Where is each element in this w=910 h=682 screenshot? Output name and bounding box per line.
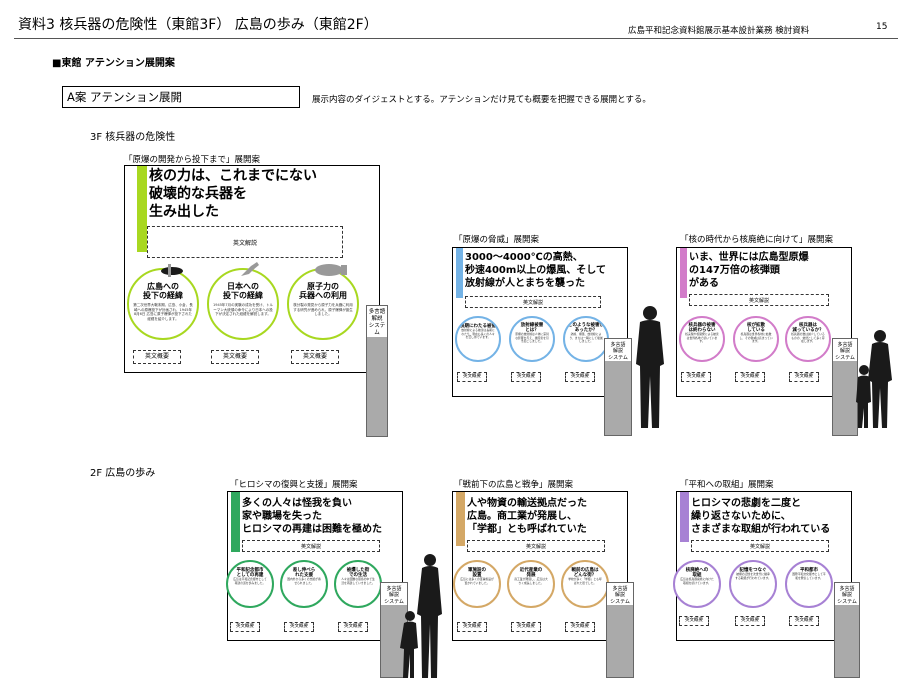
english-summary-box: 英文概要: [511, 372, 541, 382]
panel-headline: 3000～4000℃の高熱、秒速400m以上の爆風、そして放射線が人とまちを襲っ…: [465, 252, 606, 289]
page-number: 15: [876, 22, 888, 32]
panel-headline: 多くの人々は怪我を負い家や職場を失ったヒロシマの再建は困難を極めた: [242, 498, 382, 535]
english-commentary-box: 英文解説: [467, 540, 605, 552]
topic-circle: 長期にわたる被害放射線による被害は長期にわたり、現在も多くの人々を苦しめています…: [455, 316, 501, 362]
english-commentary-box: 英文解説: [465, 296, 601, 308]
accent-bar: [456, 248, 463, 298]
english-commentary-box: 英文解説: [689, 294, 829, 306]
topic-circle: 日本への投下の経緯 1945年7月の実験の成功を受け、トルーマン大統領の命令によ…: [207, 268, 279, 340]
topic-circle: 核廃絶への取組広島は核兵器廃絶に向けた取組を続けています。: [673, 560, 721, 608]
panel-title-peace-efforts: 「平和への取組」展開案: [680, 480, 774, 490]
topic-circle: 差し伸べられた支援国内外から多くの支援が寄せられました。: [280, 560, 328, 608]
document-subtitle: 広島平和記念資料館展示基本設計業務 検討資料: [628, 26, 810, 36]
multilingual-system-label: 多言語解説システム: [833, 339, 857, 361]
english-summary-box: 英文概要: [284, 622, 314, 632]
japan-map-icon: [241, 262, 259, 276]
topic-circle: 核が拡散している核兵器は世界各地に拡散し、その脅威は高まっています。: [733, 316, 779, 362]
exhibit-panel-peace-efforts: ヒロシマの悲劇を二度と繰り返さないために、さまざまな取組が行われている 英文解説…: [673, 491, 852, 641]
header-divider: [14, 38, 898, 39]
panel-headline: 人や物資の輸送拠点だった広島。商工業が発展し、「学都」とも呼ばれていた: [467, 498, 587, 535]
exhibit-panel-nuclear-age: いま、世界には広島型原爆の147万倍の核弾頭がある 英文解説 核兵器の被害は終わ…: [676, 247, 852, 397]
panel-title-prewar-hiroshima: 「戦前下の広島と戦争」展開案: [454, 480, 574, 490]
accent-bar: [456, 492, 465, 546]
exhibit-panel-prewar-hiroshima: 人や物資の輸送拠点だった広島。商工業が発展し、「学都」とも呼ばれていた 英文解説…: [452, 491, 628, 641]
english-summary-box: 英文概要: [230, 622, 260, 632]
plan-label-box: A案 アテンション展開: [62, 86, 300, 108]
topic-circle: 平和記念都市としての再建広島は平和記念都市として再建の道を歩みました。: [226, 560, 274, 608]
accent-bar: [137, 166, 147, 252]
panel-headline: ヒロシマの悲劇を二度と繰り返さないために、さまざまな取組が行われている: [691, 498, 831, 535]
exhibit-panel-atomic-bomb-development: 核の力は、これまでにない 破壊的な兵器を 生み出した 英文解説 広島への投下の経…: [124, 165, 380, 373]
english-summary-box: 英文概要: [457, 372, 487, 382]
topic-circle: 被爆した街での生活人々は困難な環境の中で生活を再建していきました。: [334, 560, 382, 608]
atomic-bomb-icon: [315, 264, 347, 276]
floor-label-3f: 3F 核兵器の危険性: [90, 132, 176, 143]
multilingual-system-label: 多言語解説システム: [607, 583, 633, 605]
english-commentary-box: 英文解説: [691, 540, 829, 552]
multilingual-system-bar: 多言語解説システム: [380, 582, 408, 678]
multilingual-system-label: 多言語解説システム: [605, 339, 631, 361]
english-summary-box: 英文概要: [565, 622, 595, 632]
panel-headline: 核の力は、これまでにない 破壊的な兵器を 生み出した: [149, 168, 317, 220]
multilingual-system-label: 多言語解説システム: [367, 306, 387, 337]
english-summary-box: 英文概要: [565, 372, 595, 382]
english-summary-box: 英文概要: [735, 372, 765, 382]
accent-bar: [680, 248, 687, 298]
panel-title-bomb-threat: 「原爆の脅威」展開案: [454, 235, 540, 245]
multilingual-system-label: 多言語解説システム: [835, 583, 859, 605]
adult-child-silhouette-icon: [400, 554, 442, 678]
topic-circle: 近代産業の発展商工業が発展し、広島は大きく成長しました。: [507, 560, 555, 608]
english-summary-box: 英文概要: [679, 616, 709, 626]
multilingual-system-bar: 多言語解説システム: [606, 582, 634, 678]
person-silhouette-icon: [636, 306, 664, 428]
topic-circle: 核兵器は減っているか？核兵器の数は減少しているものの、依然として多く存在します。: [785, 316, 831, 362]
english-summary-box: 英文概要: [681, 372, 711, 382]
plan-description: 展示内容のダイジェストとする。アテンションだけ見ても概要を把握できる展開とする。: [312, 95, 651, 105]
multilingual-system-bar: 多言語解説システム: [832, 338, 858, 436]
topic-circle: 平和都市国際平和文化都市として平和を発信しています。: [785, 560, 833, 608]
family-silhouette-icon: [856, 330, 892, 428]
english-summary-box: 英文概要: [511, 622, 541, 632]
topic-circle: 原子力の兵器への利用 核分裂の発見から原子力を兵器に利用する研究が進められ、原子…: [287, 268, 359, 340]
english-summary-box: 英文概要: [457, 622, 487, 632]
english-summary-box: 英文概要: [789, 372, 819, 382]
exhibit-panel-recovery-support: 多くの人々は怪我を負い家や職場を失ったヒロシマの再建は困難を極めた 英文解説 平…: [226, 491, 403, 641]
english-summary-box: 英文概要: [291, 350, 339, 364]
topic-circle: どのような被害があったか？熱線、爆風、放射線により、まちは一瞬にして壊滅しました…: [563, 316, 609, 362]
topic-circle: 核兵器の被害は終わらない核実験や核開発による被害は世界各地で続いています。: [679, 316, 725, 362]
panel-title-nuclear-age: 「核の時代から核廃絶に向けて」展開案: [680, 235, 834, 245]
section-heading: ■東館 アテンション展開案: [52, 58, 175, 69]
accent-bar: [231, 492, 240, 552]
english-summary-box: 英文概要: [735, 616, 765, 626]
multilingual-system-bar: 多言語解説システム: [366, 305, 388, 437]
english-commentary-box: 英文解説: [242, 540, 380, 552]
topic-circle: 記憶をつなぐ被爆の記憶を次世代に継承する取組が行われています。: [729, 560, 777, 608]
floor-label-2f: 2F 広島の歩み: [90, 468, 156, 479]
english-summary-box: 英文概要: [338, 622, 368, 632]
accent-bar: [680, 492, 689, 542]
page-title: 資料3 核兵器の危険性（東館3F） 広島の歩み（東館2F）: [18, 17, 378, 33]
panel-title-atomic-bomb-development: 「原爆の開発から投下まで」展開案: [124, 155, 261, 165]
multilingual-system-bar: 多言語解説システム: [604, 338, 632, 436]
english-commentary-box: 英文解説: [147, 226, 343, 258]
topic-circle: 軍施設の設置広島には多くの軍事施設が置かれていました。: [453, 560, 501, 608]
multilingual-system-label: 多言語解説システム: [381, 583, 407, 605]
topic-circle: 広島への投下の経緯 第二次世界大戦末期、広島、小倉、長崎への原爆投下が計画され、…: [127, 268, 199, 340]
exhibit-panel-bomb-threat: 3000～4000℃の高熱、秒速400m以上の爆風、そして放射線が人とまちを襲っ…: [452, 247, 628, 397]
panel-title-recovery-support: 「ヒロシマの復興と支援」展開案: [230, 480, 358, 490]
topic-circle: 放射線被害とは？原爆の放射線は人体に深刻な影響を与え、後障害を引き起こしました。: [509, 316, 555, 362]
english-summary-box: 英文概要: [133, 350, 181, 364]
english-summary-box: 英文概要: [211, 350, 259, 364]
panel-headline: いま、世界には広島型原爆の147万倍の核弾頭がある: [689, 252, 809, 289]
english-summary-box: 英文概要: [789, 616, 819, 626]
bomber-plane-icon: [161, 264, 183, 277]
topic-circle: 戦前の広島はどんな街？学校が多く「学都」とも呼ばれた街でした。: [561, 560, 609, 608]
multilingual-system-bar: 多言語解説システム: [834, 582, 860, 678]
